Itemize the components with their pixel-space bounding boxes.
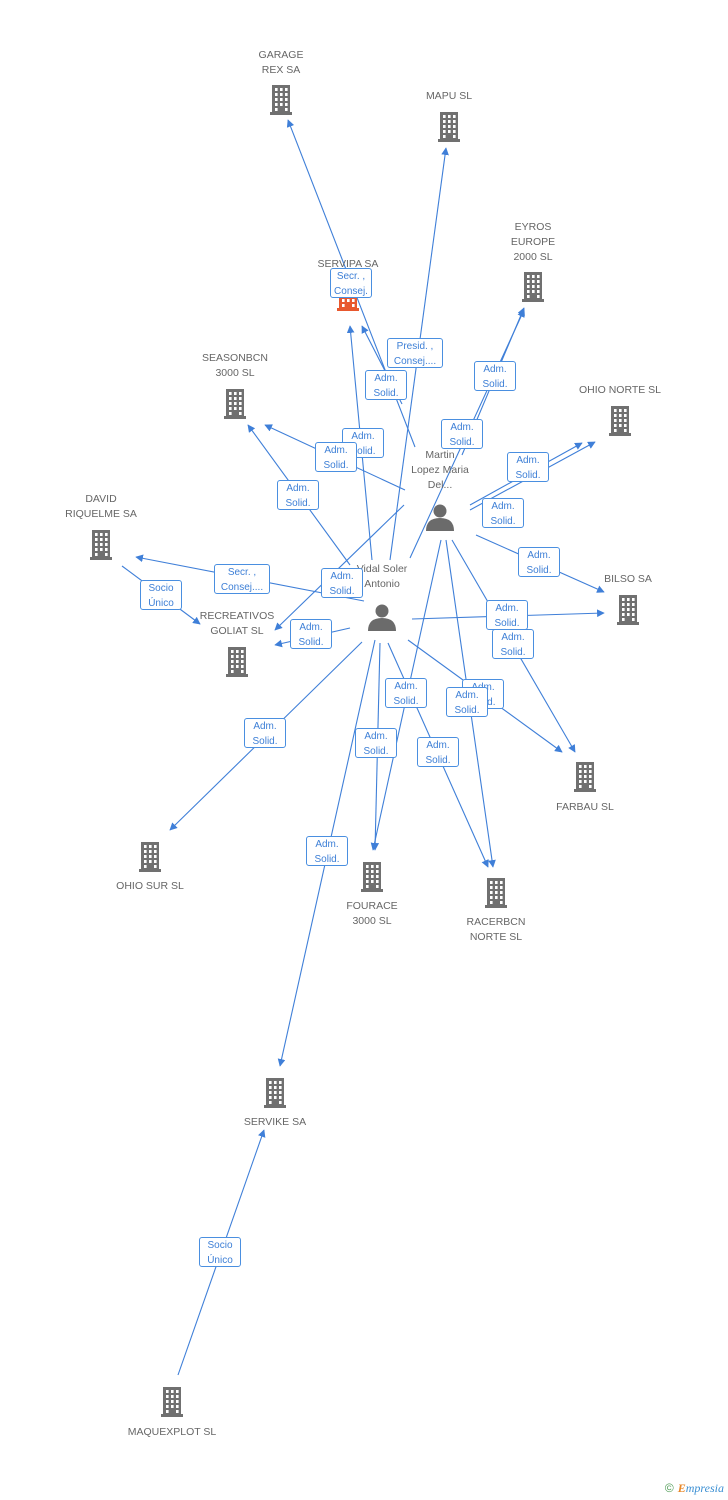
building-icon[interactable] [161, 1387, 183, 1417]
building-icon[interactable] [264, 1078, 286, 1108]
building-icon[interactable] [90, 530, 112, 560]
node-label-seasonbcn: SEASONBCN 3000 SL [202, 352, 268, 379]
node-label-farbau: FARBAU SL [556, 801, 614, 813]
node-label-martin: Martin Lopez Maria Del... [411, 449, 469, 491]
node-label-garage: GARAGE REX SA [258, 49, 304, 76]
edge-role-label: Adm. Solid. [507, 452, 549, 482]
node-label-fourace: FOURACE 3000 SL [346, 900, 398, 927]
empresia-footer[interactable]: ©Empresia [665, 1481, 724, 1496]
edge-role-label: Presid. , Consej.... [387, 338, 443, 368]
building-icon[interactable] [139, 842, 161, 872]
edge-role-label: Adm. Solid. [277, 480, 319, 510]
edge-role-label: Adm. Solid. [355, 728, 397, 758]
node-label-mapu: MAPU SL [425, 90, 473, 102]
edge-role-label: Adm. Solid. [315, 442, 357, 472]
edge-role-label: Secr. , Consej. [330, 268, 372, 298]
edge-role-label: Secr. , Consej.... [214, 564, 270, 594]
building-icon[interactable] [485, 878, 507, 908]
building-icon[interactable] [226, 647, 248, 677]
building-icon[interactable] [438, 112, 460, 142]
person-icon[interactable] [368, 604, 396, 632]
building-icon[interactable] [609, 406, 631, 436]
edge-role-label: Adm. Solid. [446, 687, 488, 717]
node-label-ohionorte: OHIO NORTE SL [578, 384, 662, 396]
building-icon[interactable] [522, 272, 544, 302]
edge-role-label: Adm. Solid. [306, 836, 348, 866]
node-label-maquexplot: MAQUEXPLOT SL [127, 1426, 217, 1438]
building-icon[interactable] [224, 389, 246, 419]
node-label-bilso: BILSO SA [604, 573, 652, 585]
edge-role-label: Socio Único [140, 580, 182, 610]
edge-role-label: Adm. Solid. [482, 498, 524, 528]
node-label-ohiosur: OHIO SUR SL [116, 880, 184, 892]
edge-role-label: Adm. Solid. [518, 547, 560, 577]
building-icon[interactable] [361, 862, 383, 892]
edge-role-label: Adm. Solid. [365, 370, 407, 400]
node-label-david: DAVID RIQUELME SA [65, 493, 137, 520]
node-label-recreativos: RECREATIVOS GOLIAT SL [199, 610, 275, 637]
edge-role-label: Adm. Solid. [385, 678, 427, 708]
edge-role-label: Adm. Solid. [492, 629, 534, 659]
building-icon[interactable] [574, 762, 596, 792]
edge-role-label: Adm. Solid. [244, 718, 286, 748]
edge-role-label: Adm. Solid. [290, 619, 332, 649]
brand-name: mpresia [685, 1481, 724, 1495]
node-label-racerbcn: RACERBCN NORTE SL [466, 916, 526, 943]
person-icon[interactable] [426, 504, 454, 532]
edge-role-label: Adm. Solid. [441, 419, 483, 449]
node-label-servike: SERVIKE SA [243, 1116, 307, 1128]
node-label-eyros: EYROS EUROPE 2000 SL [510, 221, 556, 263]
edge-role-label: Socio Único [199, 1237, 241, 1267]
edge-role-label: Adm. Solid. [417, 737, 459, 767]
building-icon[interactable] [617, 595, 639, 625]
node-label-servipa: SERVIPA SA [317, 258, 379, 270]
copyright-mark: © [664, 1481, 674, 1495]
edge-role-label: Adm. Solid. [321, 568, 363, 598]
edge-role-label: Adm. Solid. [474, 361, 516, 391]
building-icon[interactable] [270, 85, 292, 115]
edge-arrow [274, 504, 405, 631]
edge-role-label: Adm. Solid. [486, 600, 528, 630]
brand-initial: E [677, 1481, 686, 1495]
